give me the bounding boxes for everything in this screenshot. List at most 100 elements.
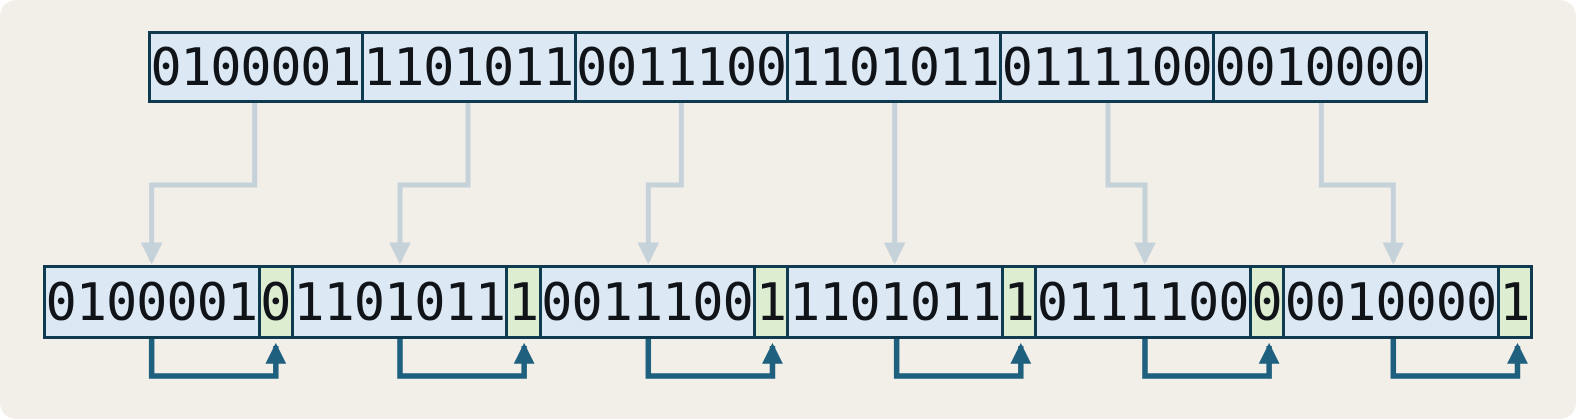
bit-cell: 0	[240, 38, 272, 98]
bit-cell: 0	[1187, 273, 1220, 333]
bit-cell: 0	[1244, 38, 1276, 98]
bit-cell: 1	[662, 273, 694, 333]
parity-bit-cell: 0	[1248, 268, 1283, 336]
bit-cell: 1	[180, 38, 212, 98]
bit-cell: 1	[968, 38, 1000, 98]
bit-cell: 0	[270, 38, 302, 98]
bit-cell: 1	[323, 273, 355, 333]
bit-cell: 0	[300, 38, 332, 98]
bit-cell: 1	[1091, 38, 1123, 98]
bit-cell: 0	[105, 273, 138, 333]
bit-cell: 1	[330, 38, 362, 98]
bit-cell: 0	[414, 273, 446, 333]
bit-cell: 1	[1157, 273, 1190, 333]
flow-arrow	[1105, 103, 1156, 265]
bit-cell: 0	[353, 273, 386, 333]
bit-cell: 0	[1001, 38, 1033, 98]
bit-cell: 0	[849, 273, 881, 333]
bit-cell: 1	[665, 38, 698, 98]
bit-cell: 0	[1375, 273, 1407, 333]
bit-cell: 1	[453, 38, 485, 98]
flow-arrow	[637, 103, 684, 265]
bit-cell: 0	[571, 273, 603, 333]
flow-arrow	[140, 103, 258, 265]
bit-cell: 0	[150, 38, 182, 98]
bit-cell: 0	[722, 273, 754, 333]
bit-cell: 1	[1121, 38, 1153, 98]
bit-cell: 1	[879, 273, 911, 333]
parity-bit-cell: 1	[753, 268, 787, 336]
bit-cell: 1	[363, 38, 395, 98]
parity-bit-cell: 1	[1001, 268, 1035, 336]
bit-cell: 0	[196, 273, 228, 333]
parity-arrow	[1142, 339, 1280, 379]
bit-cell: 1	[631, 273, 664, 333]
bit-cell: 1	[1345, 273, 1377, 333]
bit-cell: 1	[444, 273, 476, 333]
bit-cell: 1	[635, 38, 668, 98]
parity-bit-cell: 1	[505, 268, 539, 336]
bit-cell: 1	[788, 38, 821, 98]
bit-cell: 1	[542, 38, 575, 98]
bit-cell: 1	[474, 273, 507, 333]
bit-cell: 1	[1067, 273, 1099, 333]
bit-cell: 0	[1334, 38, 1366, 98]
bit-cell: 1	[384, 273, 416, 333]
bit-cell: 0	[136, 273, 168, 333]
flow-arrow	[1318, 103, 1405, 265]
bit-cell: 0	[423, 38, 455, 98]
bit-cell: 0	[1181, 38, 1213, 98]
bit-cell: 0	[909, 273, 942, 333]
bit-cell: 0	[605, 38, 638, 98]
bit-cell: 0	[210, 38, 242, 98]
bit-cell: 0	[45, 273, 77, 333]
bit-cell: 0	[848, 38, 881, 98]
bit-cell: 0	[1214, 38, 1246, 98]
bit-cell: 1	[940, 273, 972, 333]
bit-cell: 1	[695, 38, 728, 98]
bit-cell: 0	[1364, 38, 1396, 98]
parity-arrow	[645, 339, 783, 379]
bit-cell: 0	[541, 273, 573, 333]
parity-arrow	[148, 339, 287, 379]
bit-cell: 1	[1274, 38, 1306, 98]
bit-cell: 0	[483, 38, 515, 98]
bit-cell: 1	[1061, 38, 1093, 98]
bit-cell: 1	[818, 38, 851, 98]
bit-cell: 0	[908, 38, 940, 98]
bit-cell: 0	[692, 273, 724, 333]
bit-cell: 0	[1036, 273, 1069, 333]
bit-cell: 1	[938, 38, 970, 98]
bit-cell: 0	[575, 38, 608, 98]
bit-cell: 0	[1394, 38, 1426, 98]
bit-cell: 1	[601, 273, 633, 333]
bit-cell: 1	[513, 38, 545, 98]
parity-arrow	[893, 339, 1032, 379]
bit-cell: 0	[755, 38, 788, 98]
bit-cell: 0	[1314, 273, 1347, 333]
bit-cell: 1	[819, 273, 851, 333]
bit-cell: 1	[75, 273, 108, 333]
bit-cell: 0	[1151, 38, 1183, 98]
bit-cell: 1	[393, 38, 425, 98]
parity-arrow	[397, 339, 535, 379]
bit-cell: 1	[226, 273, 259, 333]
bit-cell: 0	[1435, 273, 1468, 333]
bit-cell: 0	[1284, 273, 1316, 333]
